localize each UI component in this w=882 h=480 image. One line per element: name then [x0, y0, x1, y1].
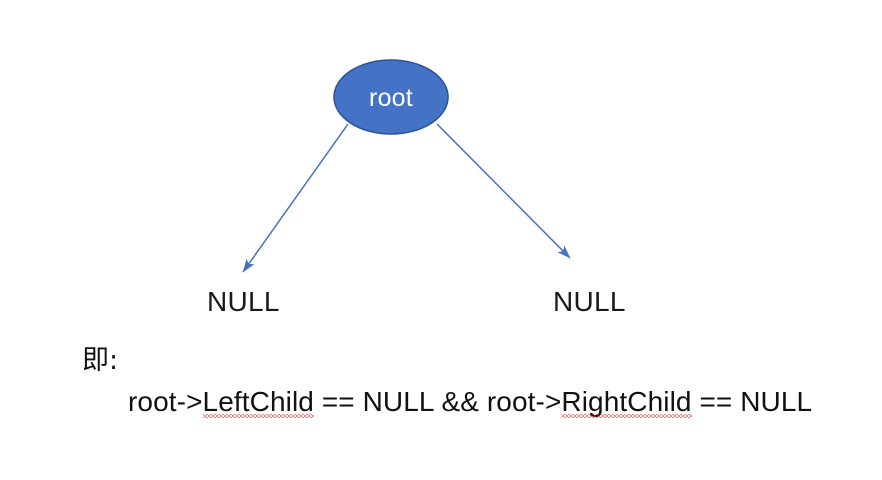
code-segment-rightchild: RightChild: [561, 386, 692, 417]
code-segment-root-left: root->: [128, 386, 203, 417]
left-null-label: NULL: [207, 286, 280, 317]
code-segment-middle: == NULL && root->: [313, 386, 562, 417]
right-null-label: NULL: [553, 286, 626, 317]
right-edge-line: [436, 123, 571, 259]
root-node-ellipse[interactable]: [333, 59, 449, 135]
root-node-label: root: [369, 84, 413, 112]
note-prefix-label: 即:: [82, 345, 119, 376]
left-edge-line: [242, 123, 349, 273]
code-segment-leftchild: LeftChild: [202, 386, 314, 417]
condition-code-line: root->LeftChild == NULL && root->RightCh…: [128, 383, 812, 421]
code-segment-tail: == NULL: [691, 386, 813, 417]
explanation-note: 即: root->LeftChild == NULL && root->Righ…: [82, 341, 812, 421]
